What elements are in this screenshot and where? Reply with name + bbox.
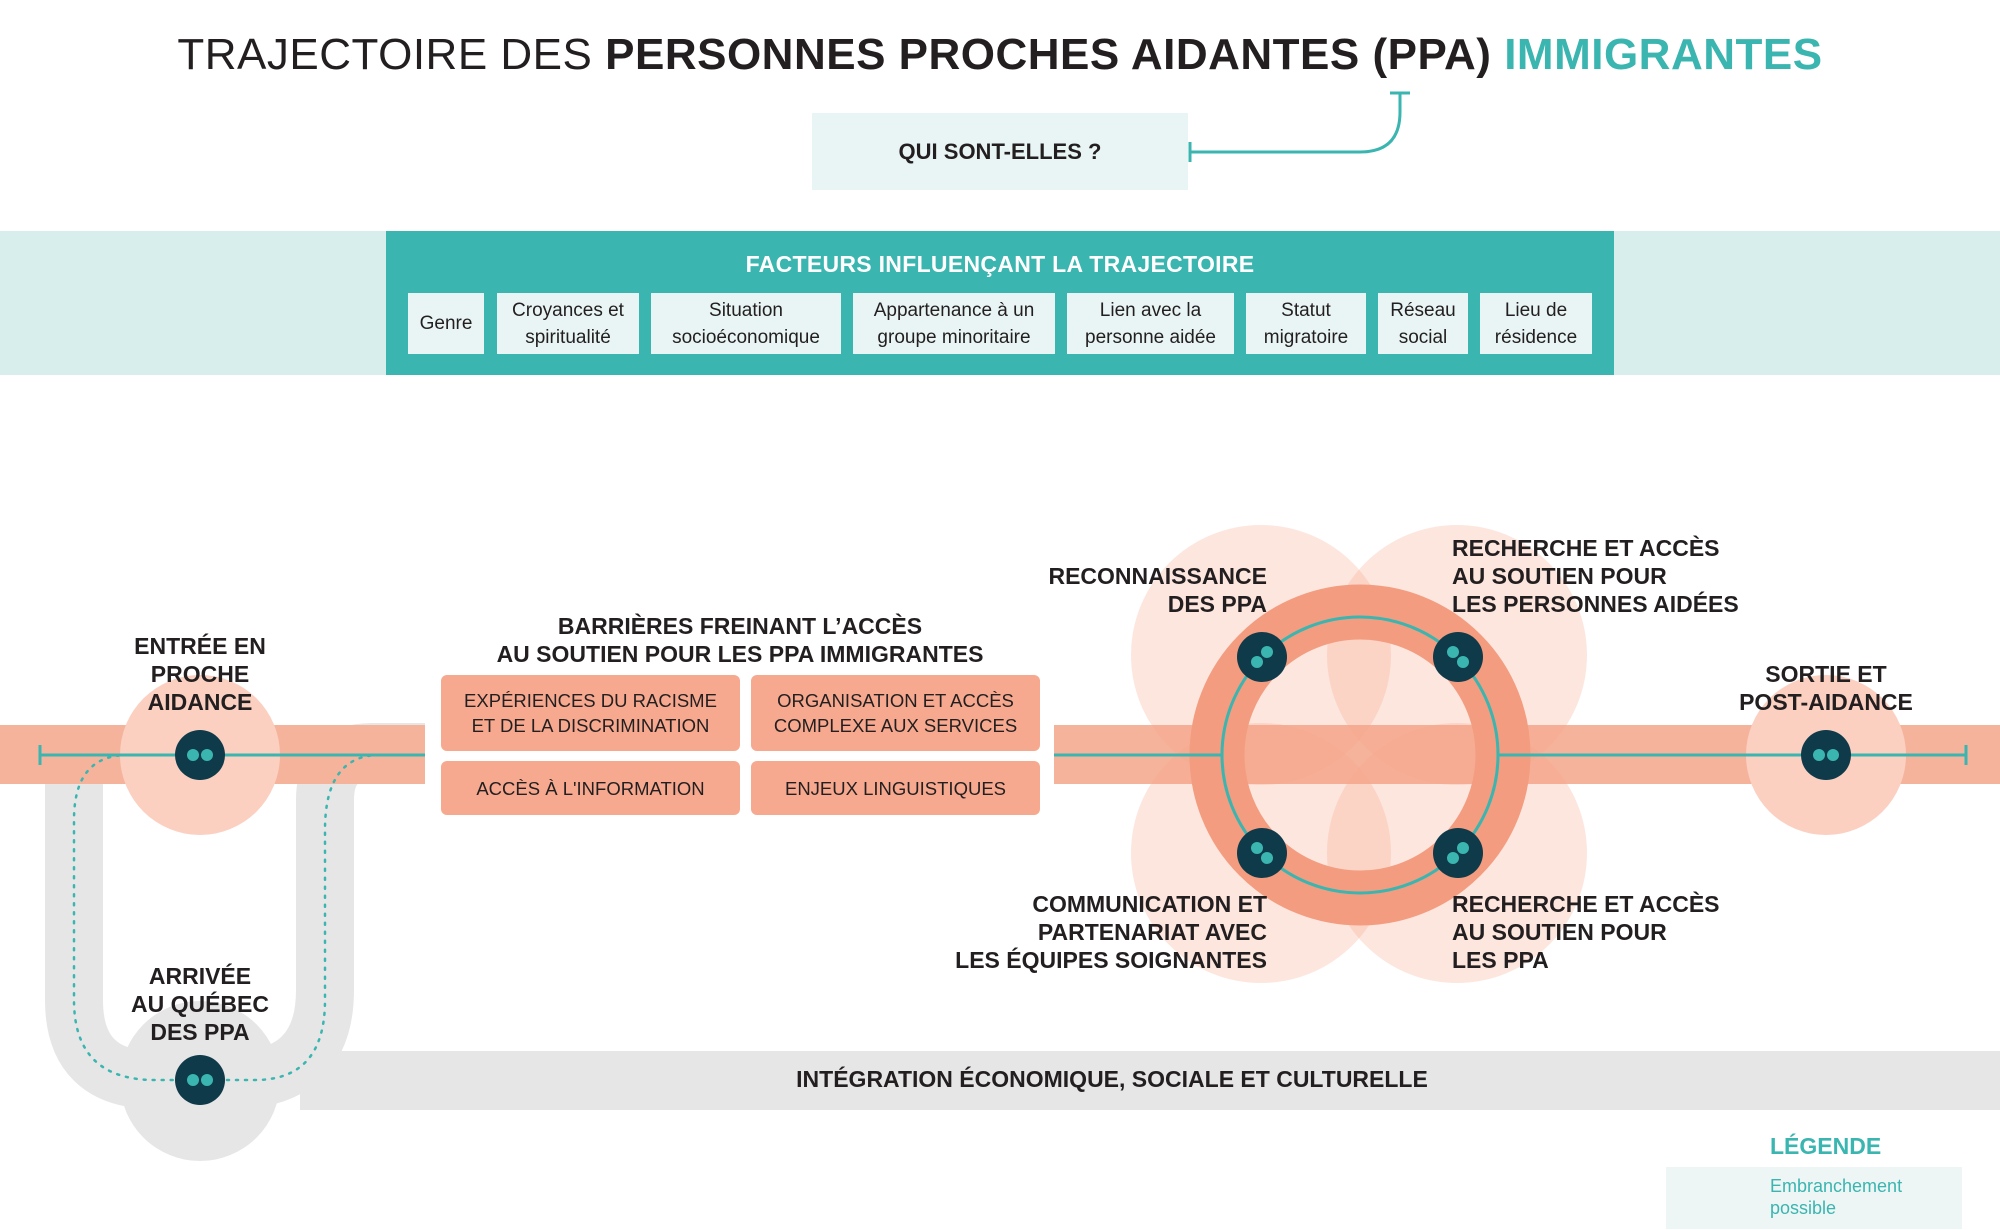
barrier-linguistique: ENJEUX LINGUISTIQUES xyxy=(751,761,1040,815)
title-part-3: IMMIGRANTES xyxy=(1504,30,1823,79)
factor-situation: Situation socioéconomique xyxy=(651,293,841,354)
node-sortie xyxy=(1801,730,1851,780)
label-reconnaissance: RECONNAISSANCE DES PPA xyxy=(1048,563,1267,617)
label-recherche-aidees: RECHERCHE ET ACCÈS AU SOUTIEN POUR LES P… xyxy=(1452,535,1739,617)
factor-lieu: Lieu de résidence xyxy=(1480,293,1592,354)
title-part-1: TRAJECTOIRE DES xyxy=(177,30,593,79)
factor-lien: Lien avec la personne aidée xyxy=(1067,293,1234,354)
page-title: TRAJECTOIRE DES PERSONNES PROCHES AIDANT… xyxy=(0,30,2000,80)
label-entree: ENTRÉE EN PROCHE AIDANCE xyxy=(134,633,266,715)
node-communication xyxy=(1237,828,1287,878)
factors-title: FACTEURS INFLUENÇANT LA TRAJECTOIRE xyxy=(745,251,1255,277)
node-recherche-ppa xyxy=(1433,828,1483,878)
node-entree xyxy=(175,730,225,780)
legend-box xyxy=(1666,1167,1962,1229)
qui-sont-elles-box: QUI SONT-ELLES ? xyxy=(812,113,1188,190)
barriers-title: BARRIÈRES FREINANT L’ACCÈS AU SOUTIEN PO… xyxy=(496,613,984,667)
factor-reseau: Réseau social xyxy=(1378,293,1468,354)
trajectory-lines xyxy=(38,91,1968,765)
legend-title: LÉGENDE xyxy=(1770,1133,1882,1159)
label-communication: COMMUNICATION ET PARTENARIAT AVEC LES ÉQ… xyxy=(955,891,1267,973)
factor-statut: Statut migratoire xyxy=(1246,293,1366,354)
factor-appartenance: Appartenance à un groupe minoritaire xyxy=(853,293,1055,354)
legend-item-label: Embranchement possible xyxy=(1770,1176,1903,1218)
barrier-racisme: EXPÉRIENCES DU RACISME ET DE LA DISCRIMI… xyxy=(441,675,740,751)
integration-label: INTÉGRATION ÉCONOMIQUE, SOCIALE ET CULTU… xyxy=(796,1066,1428,1092)
label-arrivee: ARRIVÉE AU QUÉBEC DES PPA xyxy=(130,963,269,1045)
barrier-organisation: ORGANISATION ET ACCÈS COMPLEXE AUX SERVI… xyxy=(751,675,1040,751)
nodes xyxy=(175,632,1851,1105)
node-recherche-aidees xyxy=(1433,632,1483,682)
node-reconnaissance xyxy=(1237,632,1287,682)
title-part-2: PERSONNES PROCHES AIDANTES (PPA) xyxy=(605,30,1492,79)
label-sortie: SORTIE ET POST-AIDANCE xyxy=(1739,661,1913,715)
factor-croyances: Croyances et spiritualité xyxy=(497,293,639,354)
factor-genre: Genre xyxy=(408,293,484,354)
label-recherche-ppa: RECHERCHE ET ACCÈS AU SOUTIEN POUR LES P… xyxy=(1452,891,1720,973)
integration-band xyxy=(300,1051,2000,1110)
qui-connector xyxy=(1190,93,1402,154)
node-arrivee xyxy=(175,1055,225,1105)
barrier-information: ACCÈS À L'INFORMATION xyxy=(441,761,740,815)
